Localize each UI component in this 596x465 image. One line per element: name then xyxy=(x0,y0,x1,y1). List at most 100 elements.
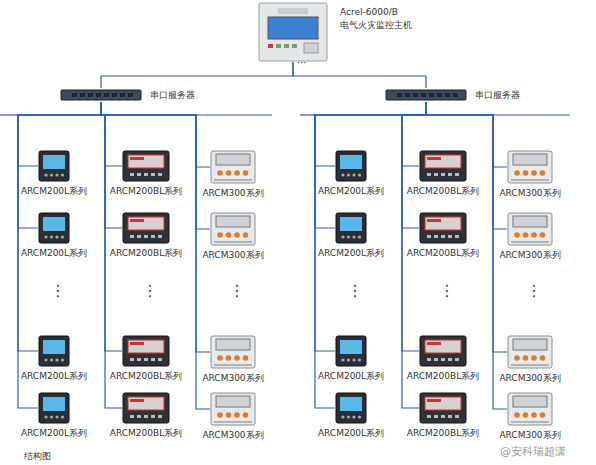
detector-device: ARCM200BL系列 xyxy=(398,212,488,260)
detector-device: ARCM200BL系列 xyxy=(398,335,488,383)
detector-device: ARCM200L系列 xyxy=(306,150,396,198)
bus-connector xyxy=(18,102,101,351)
detector-device: ARCM300系列 xyxy=(485,335,575,385)
device-label: ARCM300系列 xyxy=(499,372,560,385)
vertical-ellipsis: ⋮ xyxy=(142,283,158,299)
device-icon xyxy=(507,335,553,369)
device-icon xyxy=(60,88,142,102)
device-label: ARCM200L系列 xyxy=(318,427,384,440)
bus-connector xyxy=(18,102,101,408)
detector-device: ARCM300系列 xyxy=(485,212,575,262)
figure-caption: 结构图 xyxy=(24,452,51,461)
detector-device: ARCM200BL系列 xyxy=(398,392,488,440)
device-icon xyxy=(210,212,256,246)
device-label: ARCM300系列 xyxy=(202,429,263,442)
device-label: ARCM300系列 xyxy=(202,249,263,262)
device-label: ARCM200BL系列 xyxy=(407,427,479,440)
device-icon xyxy=(210,335,256,369)
device-icon xyxy=(419,392,467,424)
detector-device: ARCM200L系列 xyxy=(306,335,396,383)
device-icon xyxy=(122,335,170,367)
detector-device: ARCM300系列 xyxy=(188,212,278,262)
bus-connector xyxy=(101,102,210,409)
bus-connector xyxy=(101,102,210,352)
device-label: ARCM300系列 xyxy=(202,372,263,385)
device-icon xyxy=(335,212,367,244)
vertical-ellipsis: ⋮ xyxy=(439,283,455,299)
bus-connector xyxy=(18,102,101,228)
monitor-host: Acrel-6000/B电气火灾监控主机 xyxy=(258,2,412,62)
vertical-ellipsis: ⋮ xyxy=(347,283,363,299)
device-label: ARCM200L系列 xyxy=(21,247,87,260)
device-label: ARCM200BL系列 xyxy=(407,185,479,198)
bus-connector xyxy=(101,62,293,88)
detector-device: ARCM200BL系列 xyxy=(101,392,191,440)
device-label: ARCM200BL系列 xyxy=(110,185,182,198)
device-label: ARCM300系列 xyxy=(499,187,560,200)
text-group: Acrel-6000/B电气火灾监控主机 xyxy=(340,6,412,32)
device-label: ARCM200L系列 xyxy=(21,370,87,383)
device-icon xyxy=(419,150,467,182)
bus-connector xyxy=(315,102,426,166)
detector-device: ARCM200BL系列 xyxy=(101,335,191,383)
device-icon xyxy=(258,2,328,62)
detector-device: ARCM200L系列 xyxy=(9,212,99,260)
device-icon xyxy=(38,335,70,367)
bus-line xyxy=(0,114,18,115)
device-label: ARCM200BL系列 xyxy=(110,247,182,260)
server-label: 串口服务器 xyxy=(475,89,520,102)
device-label: ARCM300系列 xyxy=(499,429,560,442)
device-label: ARCM200BL系列 xyxy=(110,370,182,383)
detector-device: ARCM300系列 xyxy=(188,150,278,200)
model-name: Acrel-6000/B xyxy=(340,6,412,19)
device-icon xyxy=(335,335,367,367)
device-label: ARCM200L系列 xyxy=(21,427,87,440)
vertical-ellipsis: ⋮ xyxy=(50,283,66,299)
device-label: ARCM200L系列 xyxy=(318,247,384,260)
detector-device: ARCM200BL系列 xyxy=(101,150,191,198)
device-label: ARCM200BL系列 xyxy=(110,427,182,440)
device-icon xyxy=(122,212,170,244)
vertical-ellipsis: ⋮ xyxy=(229,283,245,299)
bus-connector xyxy=(101,102,210,229)
serial-server: 串口服务器 xyxy=(385,88,520,102)
device-icon xyxy=(507,212,553,246)
bus-connector xyxy=(101,102,122,228)
device-icon xyxy=(122,150,170,182)
detector-device: ARCM200L系列 xyxy=(306,392,396,440)
detector-device: ARCM200L系列 xyxy=(9,335,99,383)
detector-device: ARCM200BL系列 xyxy=(101,212,191,260)
device-label: ARCM200L系列 xyxy=(21,185,87,198)
bus-connector xyxy=(101,102,122,351)
watermark: @安科瑞超潇 xyxy=(500,446,566,457)
device-icon xyxy=(385,88,467,102)
detector-device: ARCM200L系列 xyxy=(306,212,396,260)
bus-connector xyxy=(101,102,122,166)
device-icon xyxy=(210,150,256,184)
detector-device: ARCM300系列 xyxy=(485,392,575,442)
device-label: ARCM200L系列 xyxy=(318,185,384,198)
device-label: ARCM300系列 xyxy=(499,249,560,262)
device-icon xyxy=(335,392,367,424)
device-icon xyxy=(335,150,367,182)
device-icon xyxy=(507,392,553,426)
detector-device: ARCM200BL系列 xyxy=(398,150,488,198)
device-icon xyxy=(38,392,70,424)
ellipsis: ··· xyxy=(297,58,307,68)
vertical-ellipsis: ⋮ xyxy=(526,283,542,299)
device-icon xyxy=(210,392,256,426)
device-icon xyxy=(419,212,467,244)
detector-device: ARCM300系列 xyxy=(485,150,575,200)
device-label: ARCM300系列 xyxy=(202,187,263,200)
bus-connector xyxy=(315,102,426,228)
detector-device: ARCM200L系列 xyxy=(9,392,99,440)
detector-device: ARCM300系列 xyxy=(188,335,278,385)
device-icon xyxy=(507,150,553,184)
bus-line xyxy=(493,114,570,115)
serial-server: 串口服务器 xyxy=(60,88,195,102)
bus-connector xyxy=(293,62,426,88)
device-label: ARCM200BL系列 xyxy=(407,247,479,260)
device-name: 电气火灾监控主机 xyxy=(340,19,412,32)
